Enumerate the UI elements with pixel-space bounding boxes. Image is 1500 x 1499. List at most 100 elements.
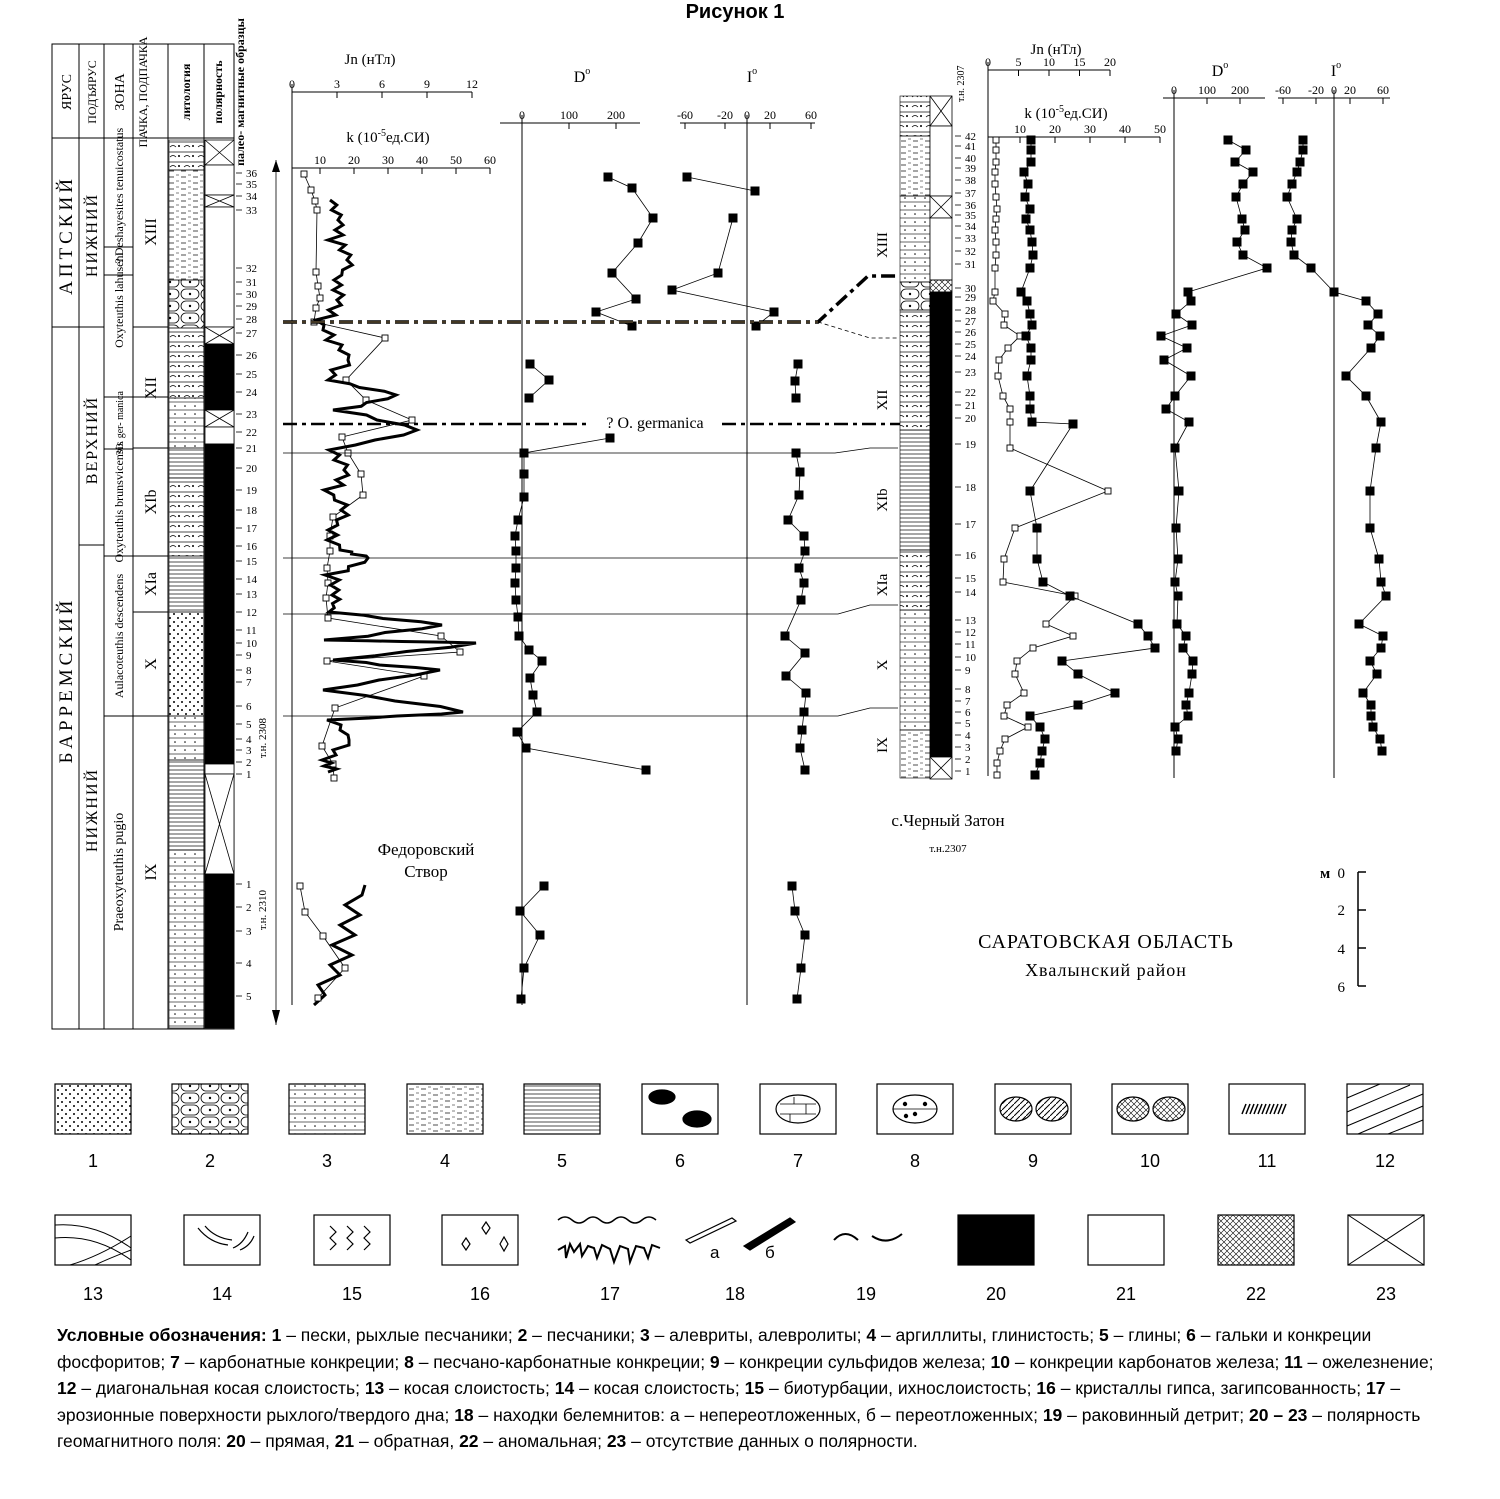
- sample-number: 6: [246, 701, 252, 713]
- open-square-marker: [311, 197, 319, 205]
- open-square-marker: [323, 657, 331, 665]
- caption-text: – аномальная;: [478, 1431, 607, 1451]
- caption-text: – песчано-карбонатные конкреции;: [413, 1351, 710, 1372]
- chzaton-k-markers: [989, 136, 1112, 779]
- filled-square-marker: [1375, 331, 1385, 341]
- open-square-marker: [338, 433, 346, 441]
- open-square-marker: [330, 774, 338, 782]
- caption-text: – глины;: [1108, 1325, 1187, 1345]
- open-square-marker: [1000, 555, 1008, 563]
- chzaton-I-label: Io: [1331, 60, 1341, 80]
- filled-square-marker: [1027, 320, 1037, 330]
- filled-square-marker: [1365, 523, 1375, 533]
- I-letter: I: [747, 69, 752, 86]
- filled-square-marker: [794, 563, 804, 573]
- filled-square-marker: [1365, 656, 1375, 666]
- header-zone: ЗОНА: [113, 72, 128, 110]
- filled-square-marker: [1174, 486, 1184, 496]
- filled-square-marker: [1026, 355, 1036, 365]
- tick-label: -20: [717, 108, 733, 122]
- filled-square-marker: [1025, 204, 1035, 214]
- ferruginization-icon: [1241, 1103, 1287, 1115]
- filled-square-marker: [525, 673, 535, 683]
- open-square-marker: [1011, 670, 1019, 678]
- filled-square-marker: [591, 307, 601, 317]
- filled-square-marker: [1025, 263, 1035, 273]
- filled-square-marker: [519, 469, 529, 479]
- filled-square-marker: [1156, 331, 1166, 341]
- legend-number: 16: [470, 1284, 490, 1304]
- open-square-marker: [991, 180, 999, 188]
- filled-square-marker: [1035, 722, 1045, 732]
- filled-square-marker: [1295, 157, 1305, 167]
- caption-num: 11: [1284, 1351, 1303, 1372]
- open-square-marker: [1006, 418, 1014, 426]
- sample-number: 14: [246, 574, 258, 586]
- filled-square-marker: [532, 707, 542, 717]
- tick-label: 3: [334, 77, 340, 91]
- filled-square-marker: [1182, 343, 1192, 353]
- filled-square-marker: [1028, 250, 1038, 260]
- section-chzaton: с.Черный Затон: [891, 811, 1004, 830]
- sample-number: 32: [965, 246, 976, 258]
- tick-label: -60: [677, 108, 693, 122]
- open-square-marker: [408, 416, 416, 424]
- sample-number: 42: [965, 131, 976, 143]
- filled-square-marker: [780, 631, 790, 641]
- legend-number: 8: [910, 1151, 920, 1171]
- fedorov-I-curve-0: [670, 217, 775, 327]
- figure-title: Рисунок 1: [686, 1, 785, 23]
- sample-number: 36: [246, 168, 258, 180]
- filled-square-marker: [1354, 619, 1364, 629]
- tick-label: 200: [607, 108, 625, 122]
- open-square-marker: [314, 994, 322, 1002]
- filled-square-marker: [1019, 167, 1029, 177]
- caption-num: 1: [271, 1325, 282, 1345]
- filled-square-marker: [1286, 237, 1296, 247]
- germanica-label: ? O. germanica: [606, 415, 703, 432]
- chzaton-pack-label: XIII: [875, 232, 891, 258]
- scale-6: 6: [1338, 980, 1346, 996]
- legend-number: 9: [1028, 1151, 1038, 1171]
- tick-label: 10: [1014, 122, 1026, 136]
- filled-square-marker: [510, 578, 520, 588]
- sample-number: 13: [246, 589, 258, 601]
- sample-number: 5: [246, 991, 252, 1003]
- caption-num: 7: [170, 1351, 180, 1372]
- filled-square-marker: [1025, 486, 1035, 496]
- fedorov-k-markers-lower: [296, 882, 349, 1002]
- chzaton-jn-markers: [1016, 135, 1160, 780]
- open-square-marker: [1104, 487, 1112, 495]
- filled-square-marker: [515, 906, 525, 916]
- filled-square-marker: [728, 213, 738, 223]
- sample-number: 23: [246, 409, 258, 421]
- filled-square-marker: [1038, 577, 1048, 587]
- filled-square-marker: [801, 688, 811, 698]
- sample-number: 34: [246, 191, 258, 203]
- filled-square-marker: [641, 765, 651, 775]
- erosion-surface-loose-icon: [557, 1216, 657, 1224]
- filled-square-marker: [1183, 287, 1193, 297]
- filled-square-marker: [1037, 746, 1047, 756]
- open-square-marker: [318, 742, 326, 750]
- tick-label: 0: [985, 55, 991, 69]
- tick-label: 30: [382, 153, 394, 167]
- filled-square-marker: [1240, 225, 1250, 235]
- filled-square-marker: [1171, 523, 1181, 533]
- filled-square-marker: [800, 930, 810, 940]
- sample-number: 36: [965, 200, 977, 212]
- samples-header: палео- магнитные образцы: [233, 18, 247, 166]
- sample-number: 10: [246, 638, 258, 650]
- caption-text: – эрозионные поверхности рыхлого/твердог…: [57, 1378, 1401, 1425]
- tick-label: 20: [1049, 122, 1061, 136]
- tick-label: -20: [1308, 83, 1324, 97]
- caption-num: 20 – 23: [1249, 1404, 1308, 1425]
- sample-number: 41: [965, 141, 976, 153]
- filled-square-marker: [605, 433, 615, 443]
- filled-square-marker: [1289, 250, 1299, 260]
- filled-square-marker: [1298, 135, 1308, 145]
- sample-number: 29: [246, 301, 258, 313]
- fedorov-jn-k-axes: [291, 84, 490, 1005]
- sample-number: 38: [965, 175, 977, 187]
